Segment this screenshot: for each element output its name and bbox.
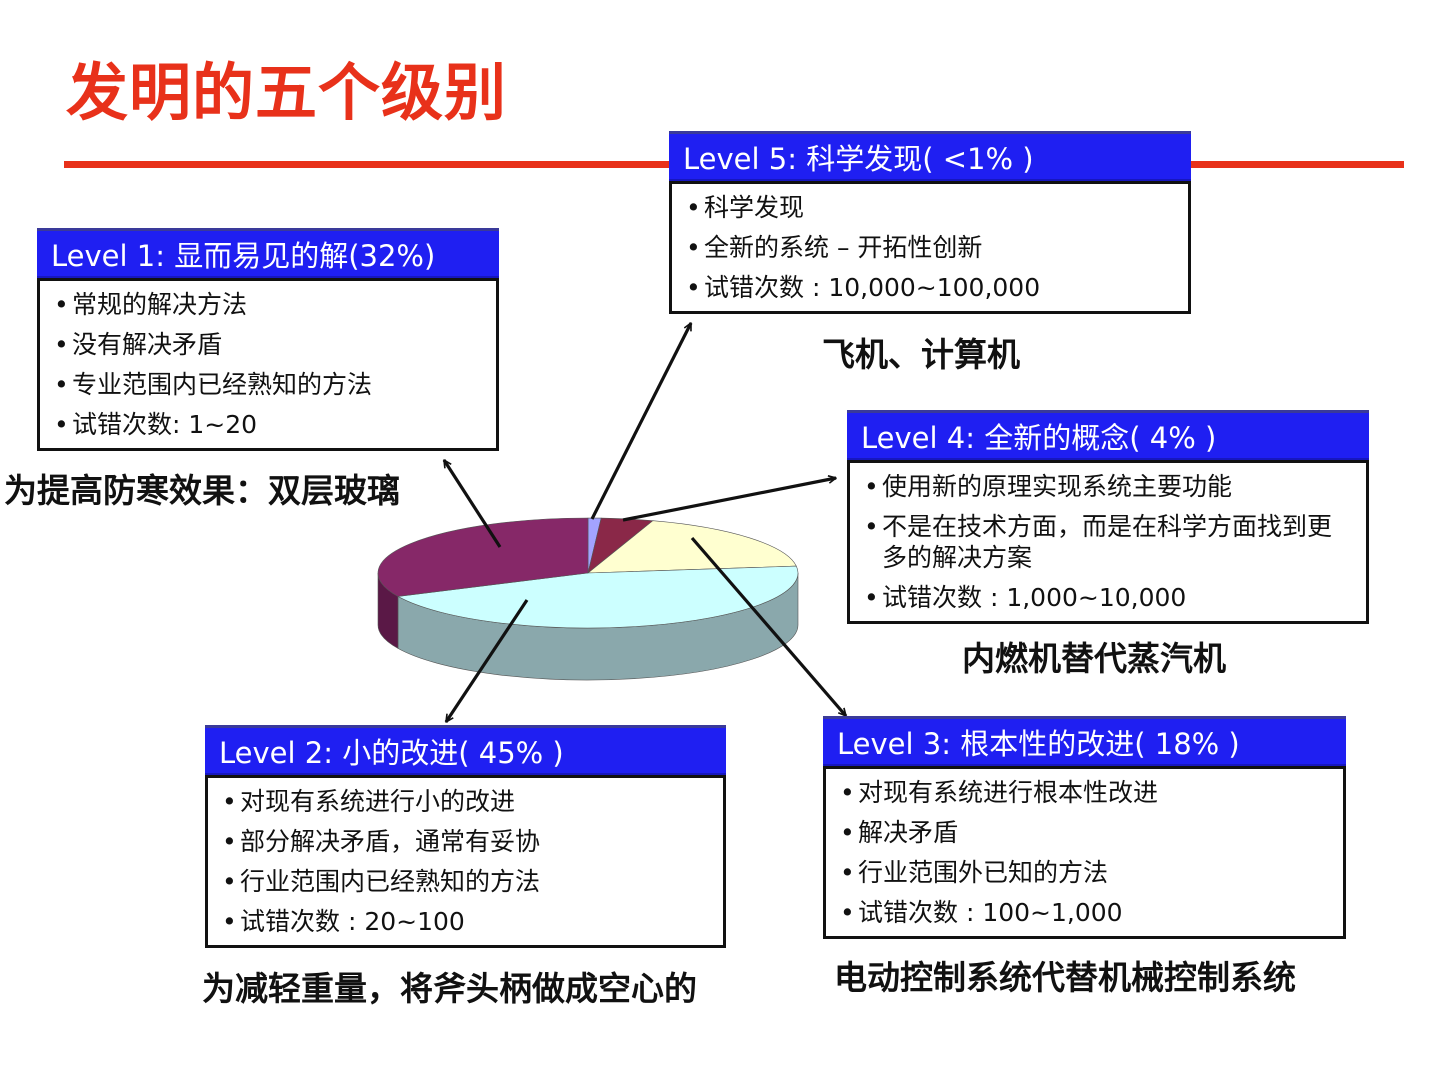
list-item: 试错次数 : 10,000~100,000	[686, 272, 1178, 303]
arrow-level-1	[442, 460, 502, 548]
level-2-body: 对现有系统进行小的改进 部分解决矛盾，通常有妥协 行业范围内已经熟知的方法 试错…	[205, 775, 726, 948]
level-4-header: Level 4: 全新的概念( 4% )	[847, 410, 1369, 460]
level-3-header: Level 3: 根本性的改进( 18% )	[823, 716, 1346, 766]
list-item: 对现有系统进行根本性改进	[840, 777, 1333, 808]
level-3-card: Level 3: 根本性的改进( 18% ) 对现有系统进行根本性改进 解决矛盾…	[823, 716, 1346, 939]
level-5-header: Level 5: 科学发现( <1% )	[669, 131, 1191, 181]
list-item: 行业范围内已经熟知的方法	[222, 866, 713, 897]
level-3-example: 电动控制系统代替机械控制系统	[834, 958, 1296, 997]
list-item: 全新的系统 – 开拓性创新	[686, 232, 1178, 263]
arrow-level-3	[690, 536, 848, 716]
level-2-header: Level 2: 小的改进( 45% )	[205, 725, 726, 775]
pie-slice-level-1	[377, 517, 589, 597]
list-item: 行业范围外已知的方法	[840, 857, 1333, 888]
arrow-level-2	[444, 599, 529, 722]
list-item: 科学发现	[686, 192, 1178, 223]
level-4-card: Level 4: 全新的概念( 4% ) 使用新的原理实现系统主要功能 不是在技…	[847, 410, 1369, 624]
arrow-level-5	[590, 323, 693, 520]
level-3-body: 对现有系统进行根本性改进 解决矛盾 行业范围外已知的方法 试错次数 : 100~…	[823, 766, 1346, 939]
level-1-card: Level 1: 显而易见的解(32%) 常规的解决方法 没有解决矛盾 专业范围…	[37, 228, 499, 451]
pie-slice-level-2	[397, 565, 799, 629]
level-1-header: Level 1: 显而易见的解(32%)	[37, 228, 499, 278]
level-1-body: 常规的解决方法 没有解决矛盾 专业范围内已经熟知的方法 试错次数: 1~20	[37, 278, 499, 451]
list-item: 对现有系统进行小的改进	[222, 786, 713, 817]
level-5-body: 科学发现 全新的系统 – 开拓性创新 试错次数 : 10,000~100,000	[669, 181, 1191, 314]
list-item: 试错次数: 1~20	[54, 409, 486, 440]
list-item: 解决矛盾	[840, 817, 1333, 848]
list-item: 不是在技术方面，而是在科学方面找到更多的解决方案	[864, 511, 1356, 573]
list-item: 使用新的原理实现系统主要功能	[864, 471, 1356, 502]
pie-slice-level-3	[587, 520, 797, 574]
list-item: 试错次数 : 100~1,000	[840, 897, 1333, 928]
level-4-body: 使用新的原理实现系统主要功能 不是在技术方面，而是在科学方面找到更多的解决方案 …	[847, 460, 1369, 624]
arrow-level-4	[622, 478, 836, 522]
list-item: 试错次数 : 1,000~10,000	[864, 582, 1356, 613]
level-1-example: 为提高防寒效果：双层玻璃	[4, 471, 400, 510]
level-4-example: 内燃机替代蒸汽机	[962, 639, 1226, 678]
slide-title: 发明的五个级别	[66, 56, 508, 129]
level-2-example: 为减轻重量，将斧头柄做成空心的	[202, 969, 697, 1008]
list-item: 试错次数 : 20~100	[222, 906, 713, 937]
level-5-example: 飞机、计算机	[822, 335, 1020, 374]
list-item: 专业范围内已经熟知的方法	[54, 369, 486, 400]
level-5-card: Level 5: 科学发现( <1% ) 科学发现 全新的系统 – 开拓性创新 …	[669, 131, 1191, 314]
level-2-card: Level 2: 小的改进( 45% ) 对现有系统进行小的改进 部分解决矛盾，…	[205, 725, 726, 948]
list-item: 常规的解决方法	[54, 289, 486, 320]
list-item: 没有解决矛盾	[54, 329, 486, 360]
list-item: 部分解决矛盾，通常有妥协	[222, 826, 713, 857]
